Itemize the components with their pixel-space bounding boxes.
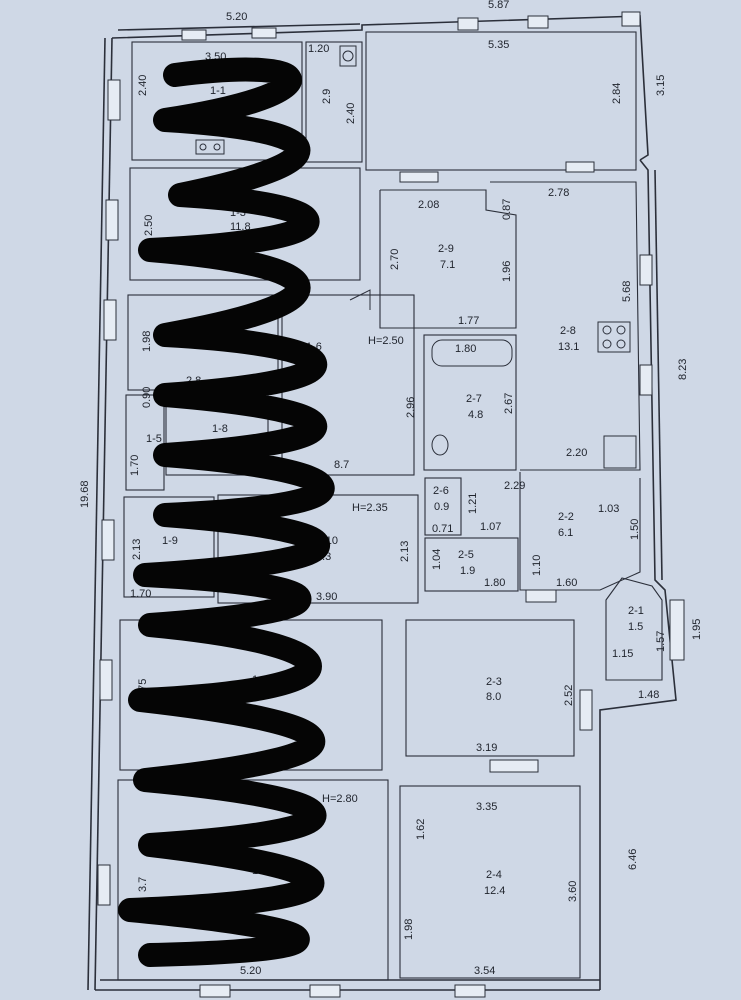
- room-2-4-num: 2-4: [486, 869, 502, 881]
- dim-r2-2-d: 1.60: [556, 577, 577, 589]
- dim-top-right: 5.87: [488, 0, 509, 11]
- dim-r1-3-h: 2.50: [143, 215, 155, 236]
- dim-r2-4-w2: 3.54: [474, 965, 495, 977]
- dim-r2-8-w: 2.78: [548, 187, 569, 199]
- dim-r2-2-a: 2.29: [504, 480, 525, 492]
- dim-r2-1-a: 1.15: [612, 648, 633, 660]
- room-2-8-area: 13.1: [558, 341, 579, 353]
- dim-top-room-w: 5.35: [488, 39, 509, 51]
- dim-top-room-h: 2.84: [611, 83, 623, 104]
- dim-r2-8-a: 0.87: [501, 199, 513, 220]
- dim-h280: H=2.80: [322, 793, 358, 805]
- dim-r2-9-b: 1.77: [458, 315, 479, 327]
- dim-r2-9-h: 2.70: [389, 249, 401, 270]
- rooms-right: [365, 31, 663, 979]
- room-2-9-area: 7.1: [440, 259, 455, 271]
- dim-r1-6-h: 2.96: [405, 397, 417, 418]
- dim-r1-5-h: 1.70: [129, 455, 141, 476]
- dim-r2-6-b: 0.71: [432, 523, 453, 535]
- dim-right-total: 8.23: [677, 359, 689, 380]
- redaction-scribble: [118, 57, 335, 967]
- room-2-6-num: 2-6: [433, 485, 449, 497]
- room-2-5-num: 2-5: [458, 549, 474, 561]
- dim-right-bottom: 6.46: [627, 849, 639, 870]
- room-2-1-area: 1.5: [628, 621, 643, 633]
- room-1-5-num: 1-5: [146, 433, 162, 445]
- dim-r2-7-w: 1.80: [455, 343, 476, 355]
- room-2-4-area: 12.4: [484, 885, 505, 897]
- dim-r2-2-side: 1.50: [629, 519, 641, 540]
- fixtures: [195, 45, 637, 469]
- dim-r2-5-w: 1.80: [484, 577, 505, 589]
- dim-h235: H=2.35: [352, 502, 388, 514]
- dim-bath-h: 2.40: [345, 103, 357, 124]
- room-2-2-area: 6.1: [558, 527, 573, 539]
- room-2-6-area: 0.9: [434, 501, 449, 513]
- dim-r1-4-h: 1.98: [141, 331, 153, 352]
- room-2-7-num: 2-7: [466, 393, 482, 405]
- dim-bottom-left: 5.20: [240, 965, 261, 977]
- dim-r2-1-right: 1.95: [691, 619, 703, 640]
- dim-r2-8-h: 5.68: [621, 281, 633, 302]
- dim-r2-9-side: 1.96: [501, 261, 513, 282]
- dim-r2-9-w: 2.08: [418, 199, 439, 211]
- dim-r2-2-b: 1.03: [598, 503, 619, 515]
- dim-left-total: 19.68: [79, 480, 91, 508]
- dim-r1-5-v: 0.90: [141, 387, 153, 408]
- dim-r2-3-w: 3.19: [476, 742, 497, 754]
- dim-r2-4-b: 1.98: [403, 919, 415, 940]
- room-1-1-num: 1-1: [210, 85, 226, 97]
- dim-r1-10-b: 3.90: [316, 591, 337, 603]
- dim-r2-6-w: 1.21: [467, 493, 479, 514]
- dim-r2-1-c: 1.48: [638, 689, 659, 701]
- room-2-2-num: 2-2: [558, 511, 574, 523]
- dim-bath-w: 1.20: [308, 43, 329, 55]
- dim-r2-4-w: 3.35: [476, 801, 497, 813]
- dim-top-left: 5.20: [226, 11, 247, 23]
- room-2-8-num: 2-8: [560, 325, 576, 337]
- dim-bath-h2: 2.9: [321, 89, 333, 104]
- dimension-labels: 5.20 5.87 3.50 2.40 1.20 2.9 2.40 5.35 2…: [79, 0, 703, 977]
- room-2-5-area: 1.9: [460, 565, 475, 577]
- dim-r1-1-h: 2.40: [137, 75, 149, 96]
- dim-r2-4-a: 1.62: [415, 819, 427, 840]
- room-2-3-num: 2-3: [486, 676, 502, 688]
- room-2-1-num: 2-1: [628, 605, 644, 617]
- dim-r1-10-h: 2.13: [399, 541, 411, 562]
- room-1-9-num: 1-9: [162, 535, 178, 547]
- dim-r1-8-h: 8.7: [334, 459, 349, 471]
- dim-r2-5-h: 1.04: [431, 549, 443, 570]
- dim-r2-4-h: 3.60: [567, 881, 579, 902]
- room-2-9-num: 2-9: [438, 243, 454, 255]
- dim-r2-1-b: 1.57: [655, 631, 667, 652]
- dim-r2-8-b: 2.20: [566, 447, 587, 459]
- dim-r2-2-c: 1.07: [480, 521, 501, 533]
- room-1-8-num: 1-8: [212, 423, 228, 435]
- dim-r1-12-h: 3.7: [137, 877, 149, 892]
- dim-h250: H=2.50: [368, 335, 404, 347]
- dim-right-top: 3.15: [655, 75, 667, 96]
- dim-r2-7-h: 2.67: [503, 393, 515, 414]
- dim-r1-9-b: 1.70: [130, 588, 151, 600]
- dim-r2-5-side: 1.10: [531, 555, 543, 576]
- dim-r2-3-h: 2.52: [563, 685, 575, 706]
- room-2-3-area: 8.0: [486, 691, 501, 703]
- dim-r1-9-h: 2.13: [131, 539, 143, 560]
- windows: [97, 11, 685, 998]
- room-2-7-area: 4.8: [468, 409, 483, 421]
